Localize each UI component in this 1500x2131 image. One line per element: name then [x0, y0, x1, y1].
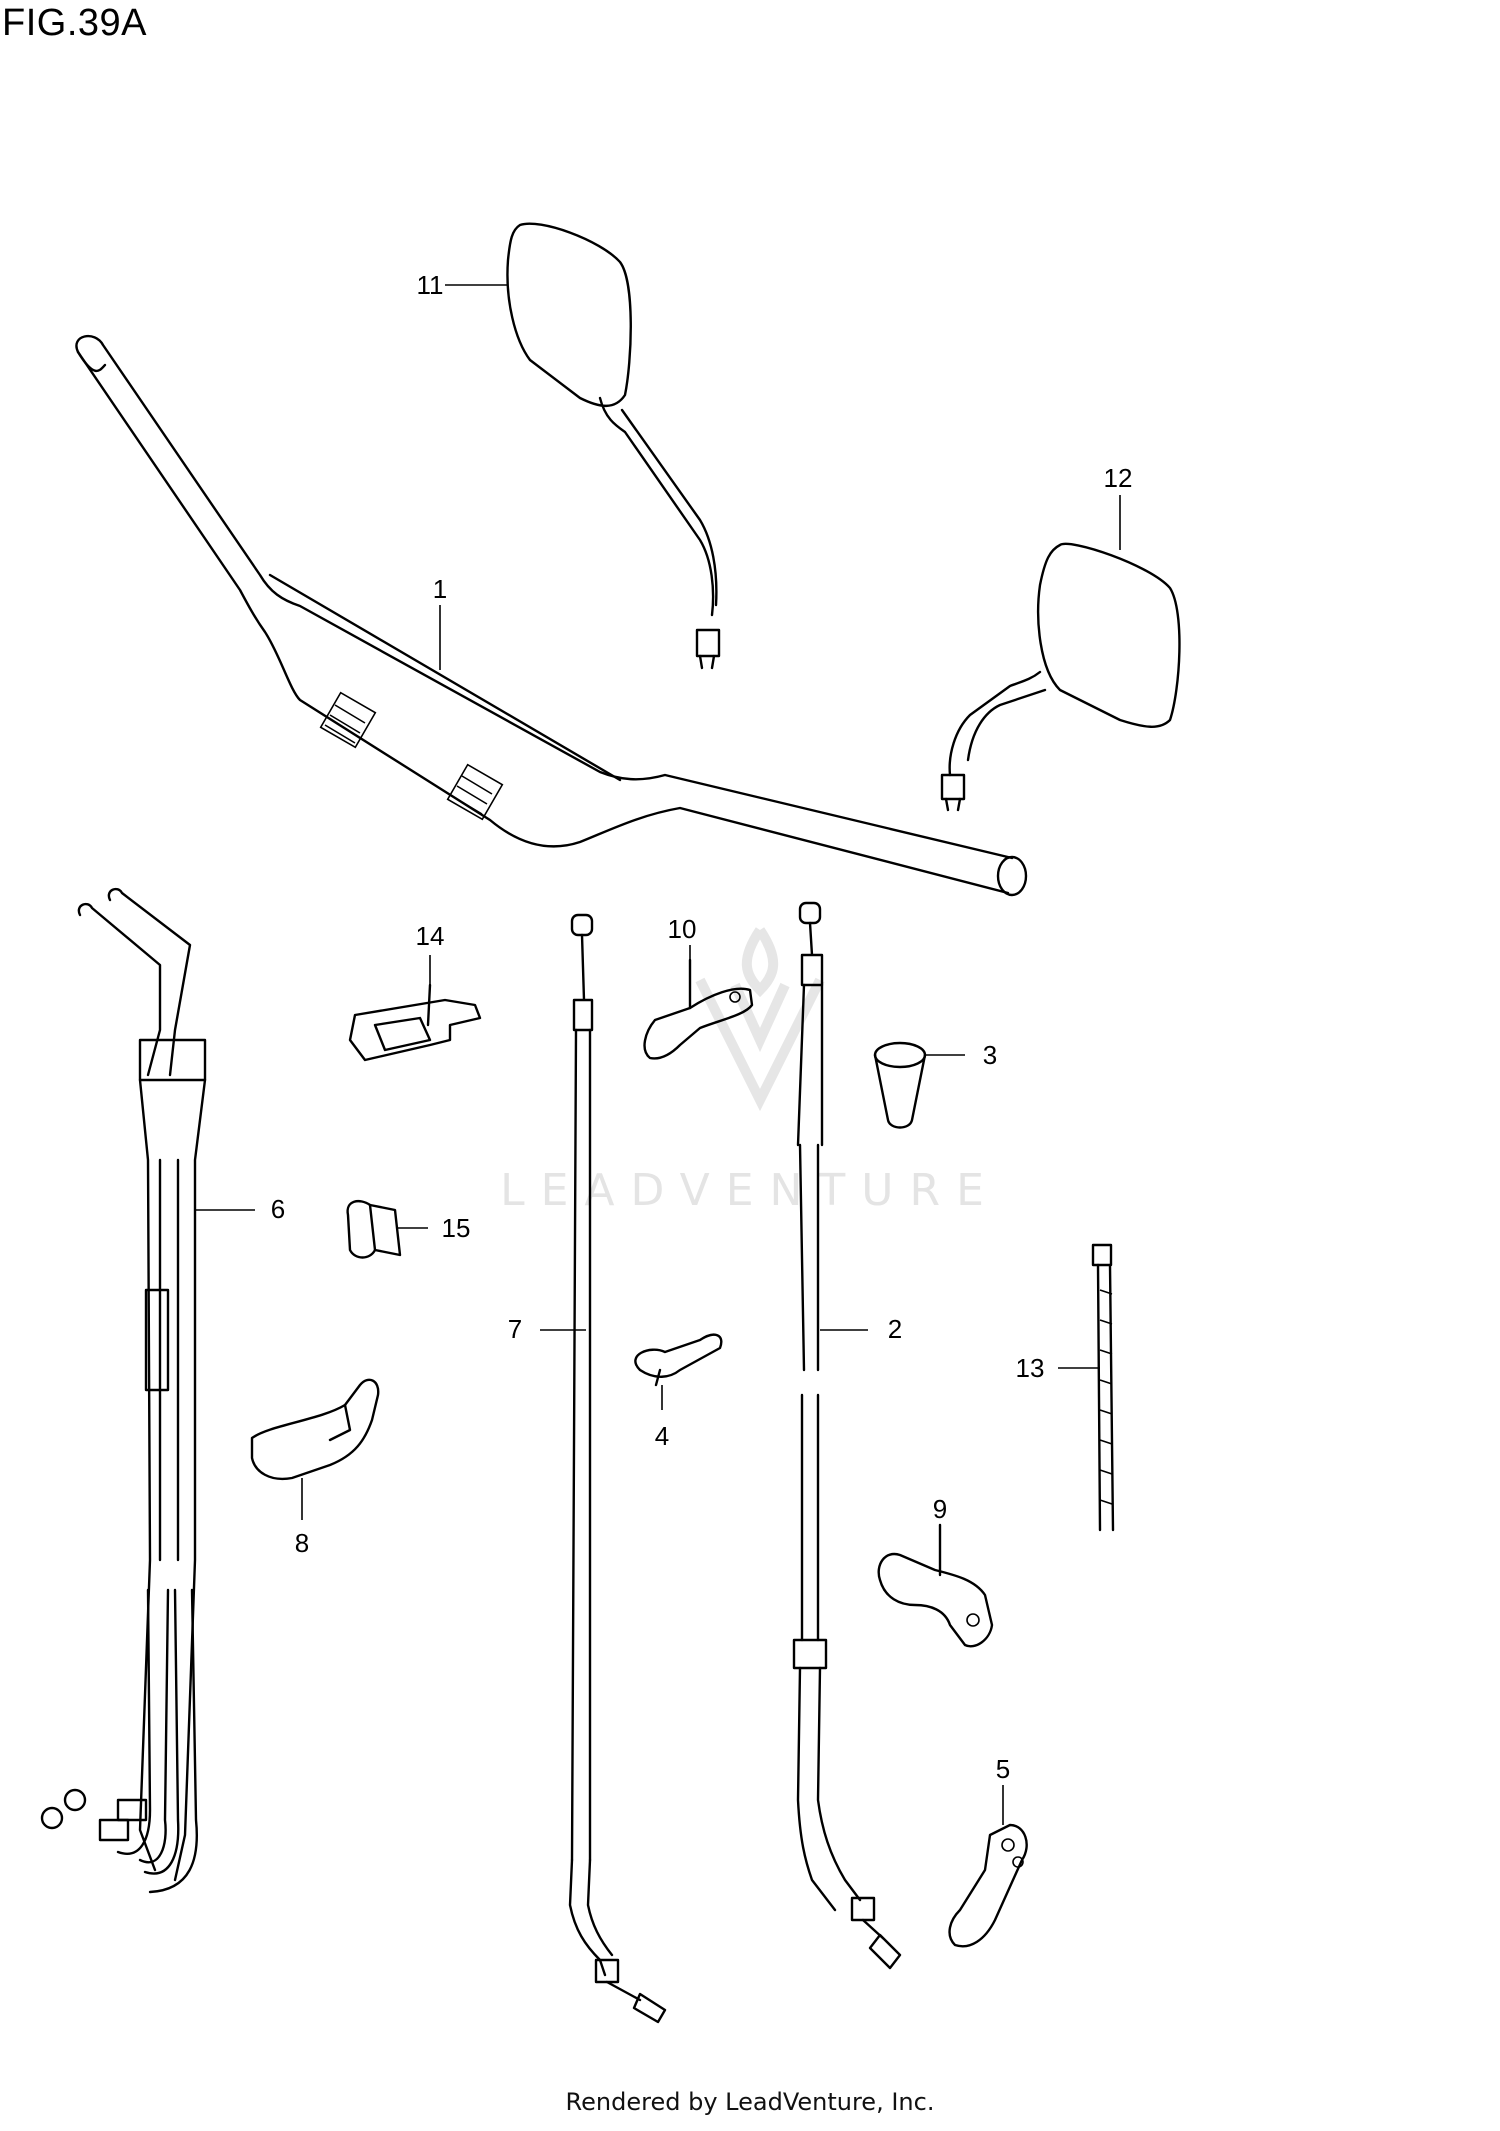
footer-credit: Rendered by LeadVenture, Inc.	[565, 2088, 935, 2116]
callout-2: 2	[888, 1314, 902, 1344]
callout-4: 4	[655, 1421, 669, 1451]
callout-6: 6	[271, 1194, 285, 1224]
callout-9: 9	[933, 1494, 947, 1524]
figure-title: FIG.39A	[2, 2, 147, 44]
lever-bracket-5[interactable]	[948, 1823, 1028, 1948]
leader-lines	[196, 284, 1121, 1825]
callout-11: 11	[417, 270, 444, 300]
callout-8: 8	[295, 1528, 309, 1558]
watermark-text: LEADVENTURE	[500, 1165, 1000, 1216]
tie-strap-13[interactable]	[1091, 1243, 1115, 1532]
callout-3: 3	[983, 1040, 997, 1070]
callouts: 1 2 3 4 5 6 7 8 9 10 11 12 13 14 15	[271, 270, 1133, 1784]
clip-15[interactable]	[346, 1199, 402, 1259]
cable-2[interactable]	[792, 901, 902, 1970]
callout-7: 7	[508, 1314, 522, 1344]
guide-8[interactable]	[250, 1378, 380, 1481]
clamp-14[interactable]	[348, 983, 482, 1062]
callout-15: 15	[442, 1213, 471, 1243]
mirror-right[interactable]	[940, 542, 1181, 812]
callout-1: 1	[433, 574, 447, 604]
callout-13: 13	[1016, 1353, 1045, 1383]
callout-5: 5	[996, 1754, 1010, 1784]
callout-10: 10	[668, 914, 697, 944]
callout-14: 14	[416, 921, 445, 951]
bracket-9[interactable]	[877, 1523, 994, 1648]
cable-7[interactable]	[568, 913, 667, 2024]
mirror-left[interactable]	[506, 222, 721, 670]
boot-3[interactable]	[873, 1041, 927, 1129]
handlebar[interactable]	[75, 334, 1028, 897]
throttle-cable-pair[interactable]	[40, 887, 207, 1894]
callout-12: 12	[1104, 463, 1133, 493]
clip-4[interactable]	[634, 1333, 723, 1387]
